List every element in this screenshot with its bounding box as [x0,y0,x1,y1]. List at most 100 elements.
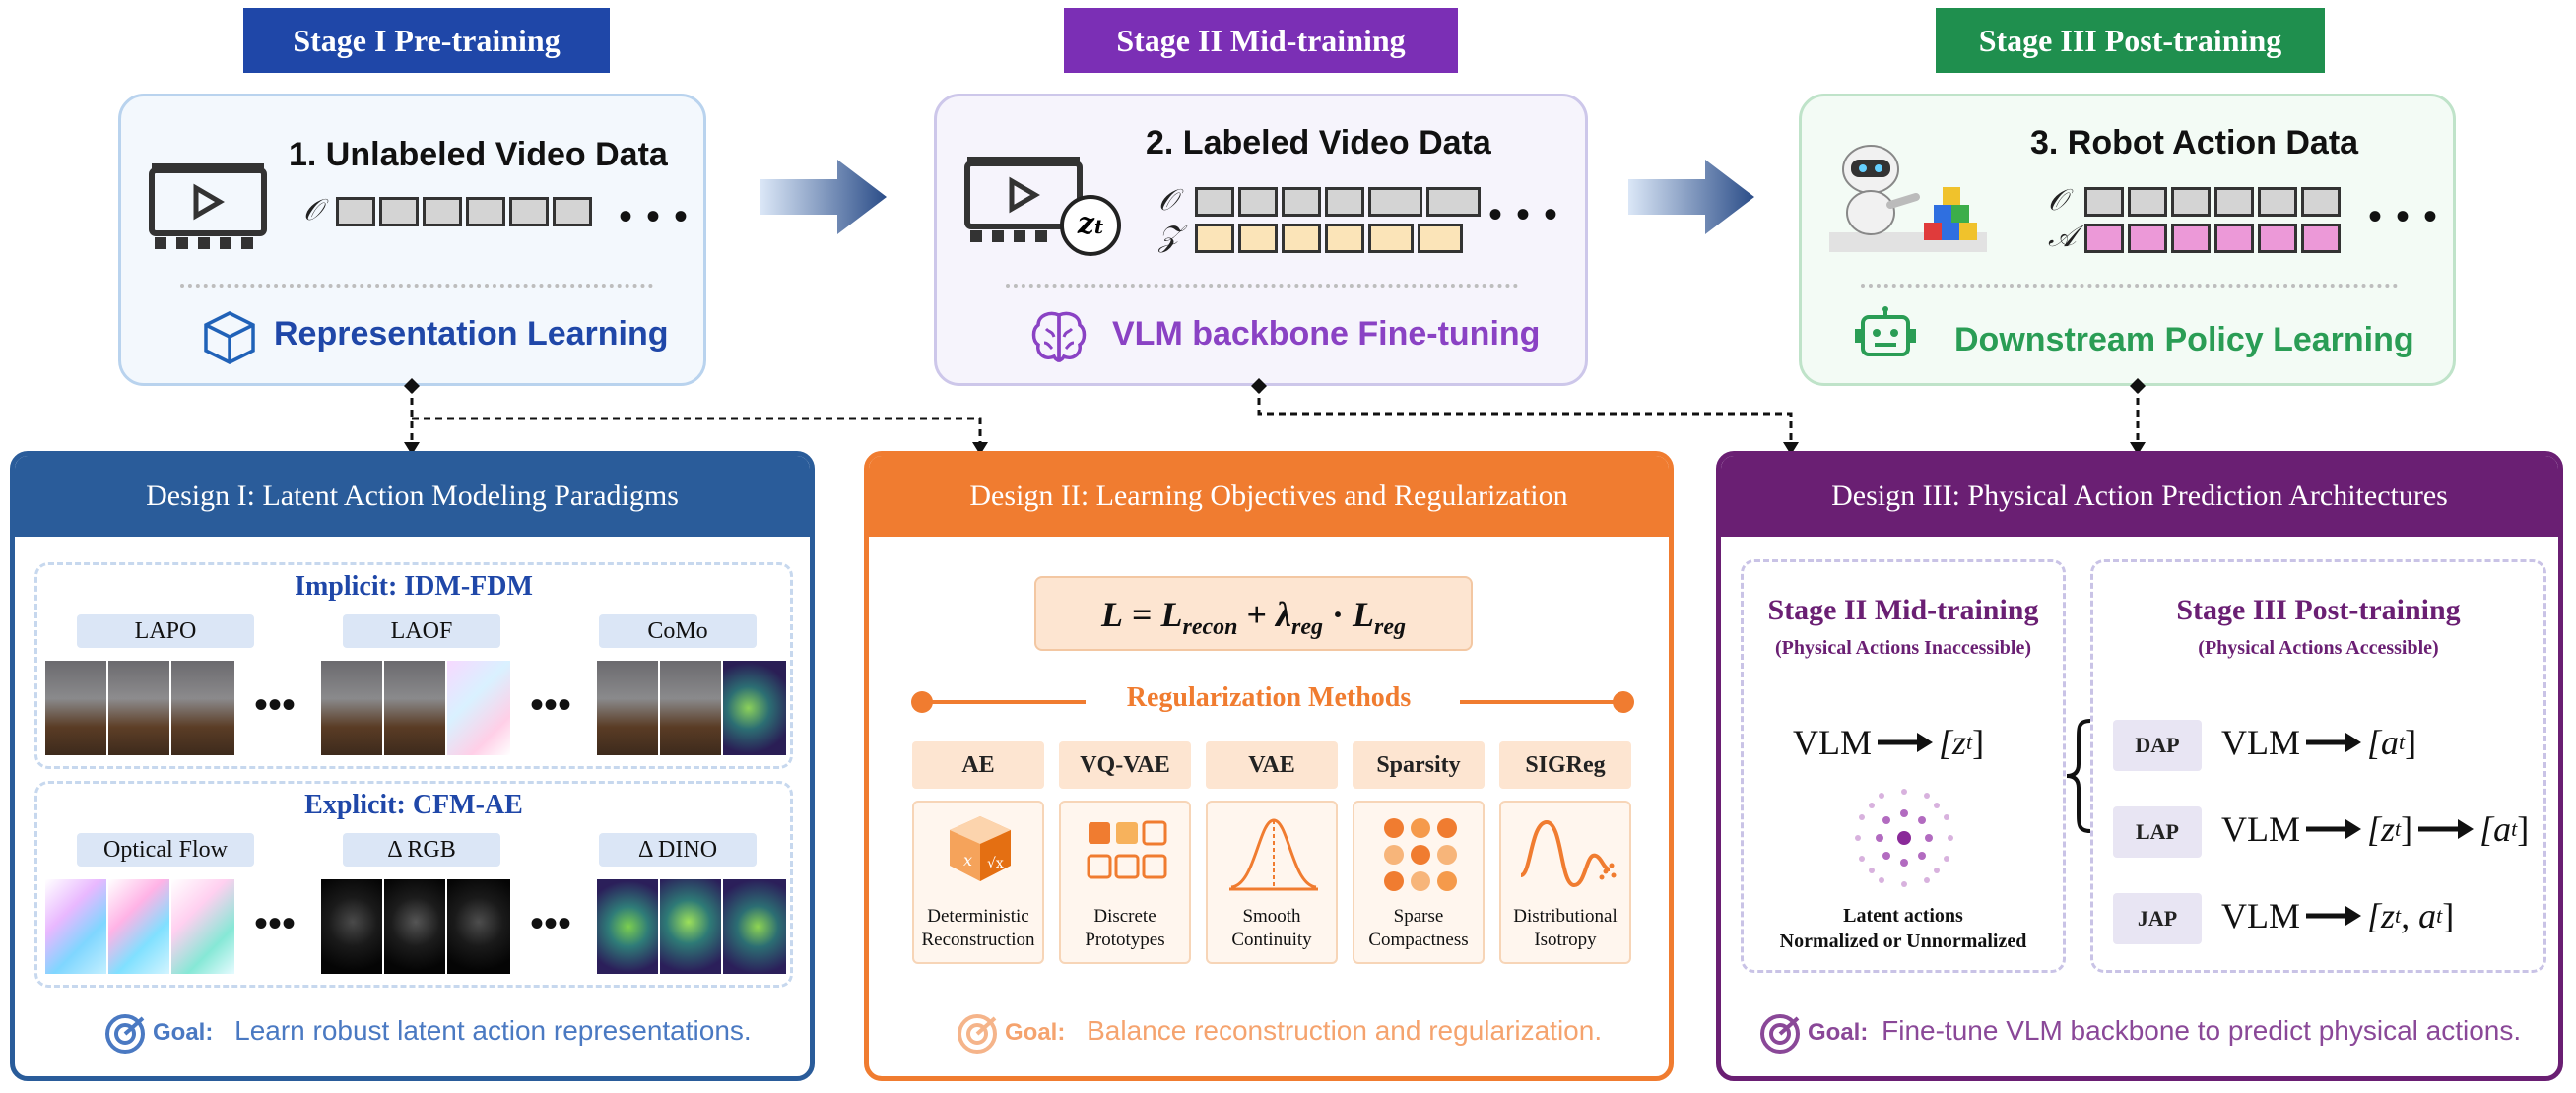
dap-out: [a [2367,723,2400,762]
implicit-ellipsis-1: ••• [254,682,297,727]
method-head-sparsity: Sparsity [1353,741,1485,789]
zt-badge: zt [1060,195,1121,256]
sigreg-desc-1: Distributional [1513,906,1618,927]
jap-sub2: t [2436,903,2443,928]
method-tag-delta-rgb: Δ RGB [343,833,500,867]
formula-plus: + [1237,595,1277,634]
design3-right-box: Stage III Post-training (Physical Action… [2090,559,2546,973]
goal-target-icon [1760,1014,1800,1054]
jap-sub: t [2395,903,2402,928]
latent-caption-1: Latent actions [1843,905,1963,927]
robot-icon [1855,306,1916,356]
design1-panel: Design I: Latent Action Modeling Paradig… [10,451,815,1081]
stage1-footer: Representation Learning [274,315,669,353]
explicit-ellipsis-2: ••• [530,901,572,945]
implicit-box: Implicit: IDM-FDM LAPO LAOF CoMo ••• ••• [34,562,793,769]
method-tag-lapo: LAPO [77,614,254,648]
stage3-footer: Downstream Policy Learning [1954,321,2414,358]
design3-right-title: Stage III Post-training [2176,594,2461,626]
laof-frames [319,659,516,757]
method-head-vqvae: VQ-VAE [1059,741,1191,789]
arrow-right-icon [2418,819,2475,839]
dap-vlm: VLM [2221,723,2300,762]
stage2-tab: Stage II Mid-training [1064,8,1458,73]
design3-panel: Design III: Physical Action Prediction A… [1716,451,2563,1081]
stage2-separator [1006,284,1518,288]
stage1-tab: Stage I Pre-training [243,8,610,73]
method-head-sigreg: SIGReg [1499,741,1631,789]
stage3-tab: Stage III Post-training [1936,8,2325,73]
arrow-right-icon [2306,819,2361,839]
formula-sub-reg1: reg [1291,614,1323,641]
stage1-to-stage2-arrow [760,160,887,234]
methods-title: Regularization Methods [1126,682,1412,713]
design2-goal: Goal: Balance reconstruction and regular… [1005,1015,1602,1047]
dap-close: ] [2405,723,2417,762]
latent-dots-icon [1855,789,1953,887]
design3-right-subtitle: (Physical Actions Accessible) [2198,637,2439,659]
sigreg-desc-2: Isotropy [1534,930,1597,950]
goal-target-icon [105,1014,145,1054]
jap-close2: ] [2442,896,2455,935]
explicit-ellipsis-1: ••• [254,901,297,945]
method-card-sigreg: Distributional Isotropy [1499,801,1631,964]
design3-left-subtitle: (Physical Actions Inaccessible) [1775,637,2031,659]
stage2-to-stage3-arrow [1628,160,1754,234]
formula-l2: L [1353,595,1375,634]
lap-close: ] [2517,809,2530,849]
design2-header-label: Design II: Learning Objectives and Regul… [969,480,1568,512]
lap-vlm: VLM [2221,809,2300,849]
stage2-tab-label: Stage II Mid-training [1116,23,1406,58]
design1-header-label: Design I: Latent Action Modeling Paradig… [146,480,679,512]
stage3-obs-cells [2084,187,2341,217]
formula-lambda: λ [1276,595,1291,634]
design2-goal-text: Balance reconstruction and regularizatio… [1087,1015,1603,1046]
como-frames [595,659,792,757]
arrow-right-icon [2306,733,2361,752]
method-tag-optical-flow: Optical Flow [77,833,254,867]
method-tag-como: CoMo [599,614,757,648]
lap-mid: [z [2367,809,2396,849]
method-card-vae: Smooth Continuity [1206,801,1338,964]
stage3-row-o-label: 𝒪 [2048,183,2067,218]
arrow-right-icon [1878,733,1933,752]
stage1-tab-label: Stage I Pre-training [293,23,561,58]
left-out-close: ] [1972,723,1985,762]
stage2-obs-cells [1195,187,1364,217]
left-vlm-label: VLM [1793,723,1872,762]
jap-close: , a [2401,896,2437,935]
ae-desc-2: Reconstruction [921,930,1035,950]
design1-goal-text: Learn robust latent action representatio… [234,1015,752,1046]
design3-left-title: Stage II Mid-training [1767,594,2039,626]
lap-mid-close: ] [2401,809,2413,849]
formula-sub-recon: recon [1182,614,1238,641]
stage1-row-o-label: 𝒪 [303,193,322,227]
stage2-ellipsis: • • • [1488,192,1560,236]
ap-tag-jap: JAP [2113,893,2202,944]
vqvae-desc-2: Prototypes [1085,930,1165,950]
vae-desc-2: Continuity [1231,930,1312,950]
stage1-cells [336,197,592,226]
robot-blocks-icon [1829,145,1987,252]
sparsity-desc-1: Sparse [1393,906,1444,927]
sparsity-desc-2: Compactness [1368,930,1469,950]
stage3-title: 3. Robot Action Data [2030,124,2359,161]
design3-goal: Goal: Fine-tune VLM backbone to predict … [1808,1015,2521,1047]
design1-goal-label: Goal: [153,1019,214,1046]
stage1-title: 1. Unlabeled Video Data [289,136,668,173]
stage3-action-cells [2084,224,2341,253]
implicit-ellipsis-2: ••• [530,682,572,727]
lap-sub: t [2511,816,2518,841]
stage1-separator [180,284,653,288]
sparsity-dots-icon [1384,818,1457,891]
stage3-box: 3. Robot Action Data 𝒪 𝒜 • • • Downstrea… [1799,94,2456,386]
design1-header: Design I: Latent Action Modeling Paradig… [15,456,810,537]
jap-vlm: VLM [2221,896,2300,935]
lap-out: [a [2479,809,2512,849]
vae-desc-1: Smooth [1242,906,1301,927]
method-card-vqvae: Discrete Prototypes [1059,801,1191,964]
stage1-ellipsis: • • • [619,194,691,238]
